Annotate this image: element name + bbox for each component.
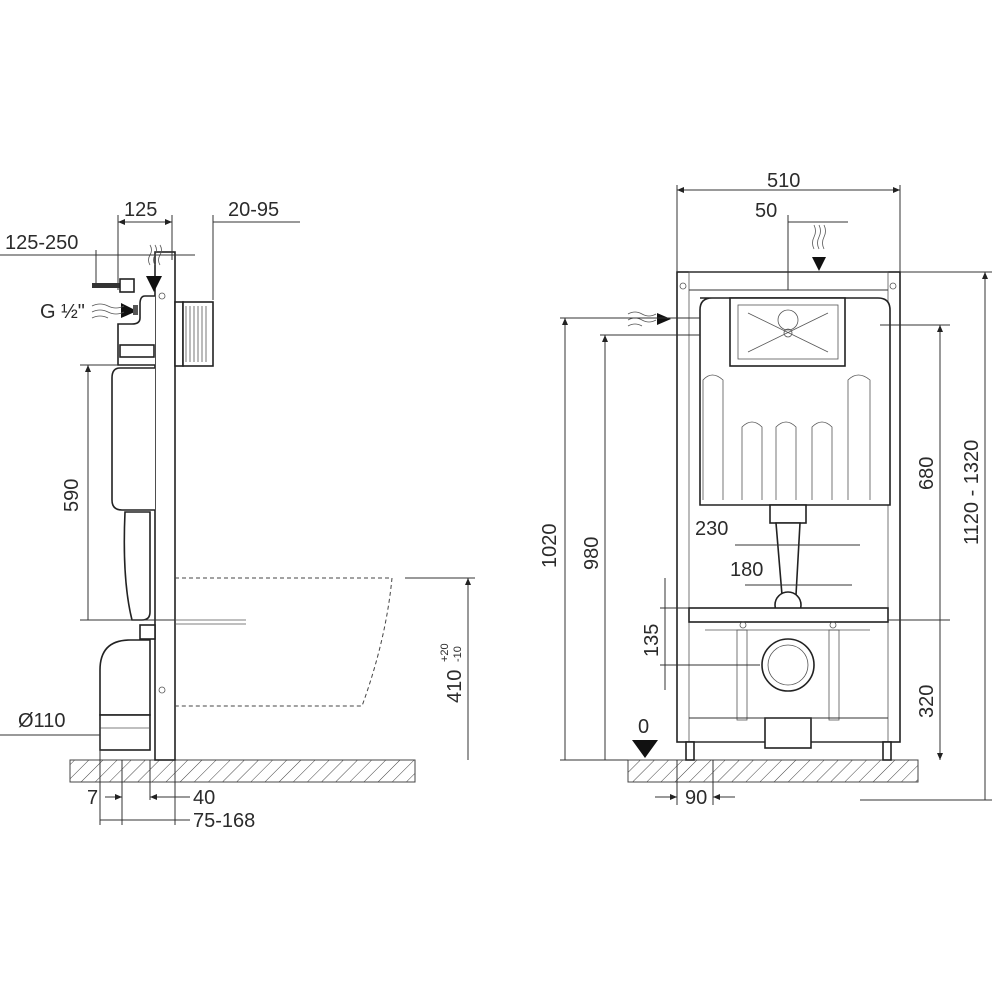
dim-90: 90 xyxy=(685,787,707,809)
dim-320: 320 xyxy=(916,685,938,718)
water-inlet-arrow-top-front xyxy=(812,257,826,271)
tolerance-plus: +20 xyxy=(439,643,451,662)
dim-680: 680 xyxy=(916,457,938,490)
drain-bend xyxy=(99,639,151,716)
dim-410: 410 xyxy=(444,670,466,703)
front-view: 510 50 1020 980 680 320 1120 - 1320 230 … xyxy=(539,170,992,809)
wc-bowl-outline xyxy=(175,577,393,707)
flush-plate-frame xyxy=(174,301,184,367)
dim-75-168: 75-168 xyxy=(193,810,255,832)
dim-125-250: 125-250 xyxy=(5,232,78,254)
floor-hatch-right xyxy=(627,759,919,783)
dim-590: 590 xyxy=(61,479,83,512)
dim-20-95: 20-95 xyxy=(228,199,279,221)
bowl-crossbar xyxy=(688,607,889,623)
dim-1120-1320: 1120 - 1320 xyxy=(961,440,983,545)
water-inlet-arrow-side-front xyxy=(657,313,671,325)
tolerance-minus: -10 xyxy=(452,646,464,662)
dim-980: 980 xyxy=(581,537,603,570)
side-view: 125 20-95 125-250 G ½" 590 Ø110 7 40 75-… xyxy=(0,199,475,832)
flush-pipe xyxy=(123,511,151,621)
dim-180: 180 xyxy=(730,559,763,581)
dim-50: 50 xyxy=(755,200,777,222)
dim-125: 125 xyxy=(124,199,157,221)
floor-hatch-left xyxy=(69,759,416,783)
label-g-half-inch: G ½" xyxy=(40,301,85,323)
dim-diameter-110: Ø110 xyxy=(18,710,65,732)
cistern xyxy=(111,367,155,511)
dim-510: 510 xyxy=(767,170,800,192)
dim-40: 40 xyxy=(193,787,215,809)
dim-zero-level: 0 xyxy=(638,716,649,738)
water-inlet-arrow-top xyxy=(146,276,162,292)
drain-outlet xyxy=(761,638,815,692)
water-inlet-arrow-side xyxy=(121,303,137,318)
dim-1020: 1020 xyxy=(539,524,561,569)
dim-7: 7 xyxy=(87,787,98,809)
zero-level-marker xyxy=(632,740,658,758)
supply-bolt xyxy=(92,283,122,288)
dim-135: 135 xyxy=(641,624,663,657)
frame-post xyxy=(154,251,176,761)
dim-230: 230 xyxy=(695,518,728,540)
